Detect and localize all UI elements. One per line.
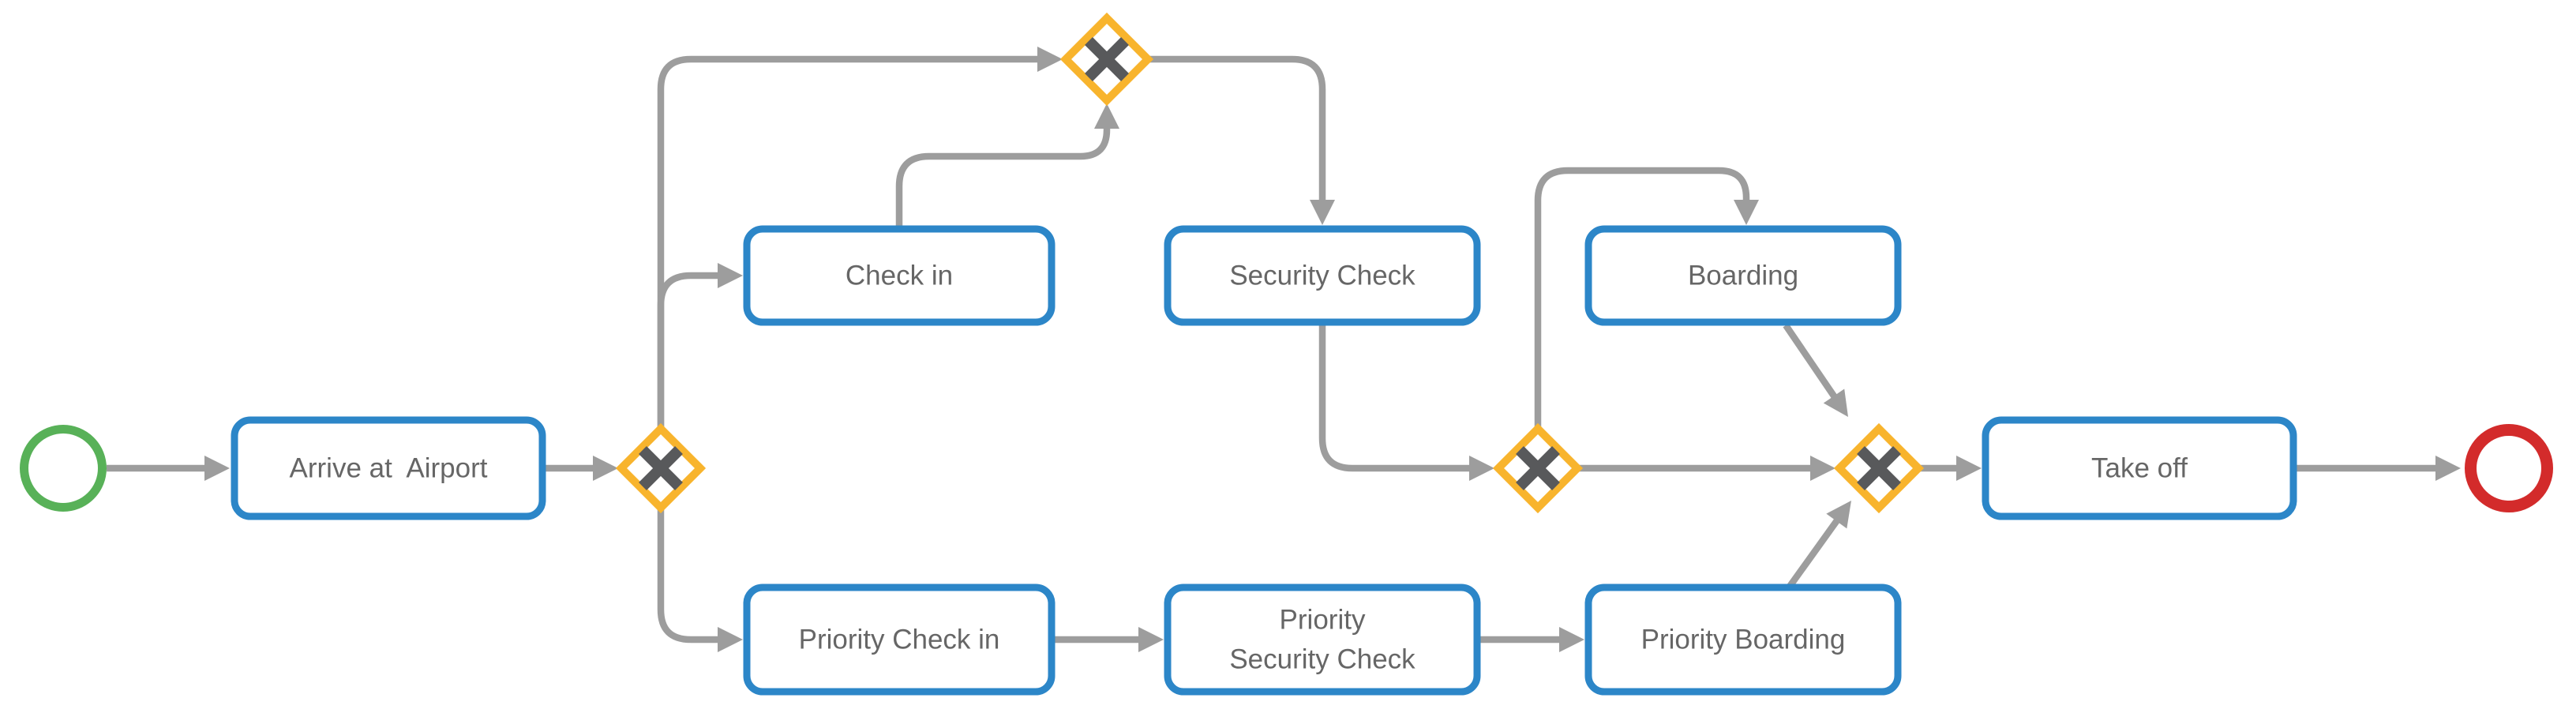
- flow-line: [1318, 322, 1475, 472]
- flow-gateway3-to-gateway4: [1577, 456, 1835, 481]
- flow-gateway1-to-priority-checkin: [657, 508, 743, 652]
- flow-gateway1-to-gateway2: [657, 47, 1063, 429]
- exclusive-x-icon: [1516, 446, 1560, 490]
- arrowhead-icon: [1138, 627, 1164, 652]
- arrowhead-icon: [1037, 47, 1063, 72]
- task-box: [1164, 225, 1481, 326]
- flow-boarding-to-gateway4: [1783, 323, 1848, 417]
- task-box: [1584, 584, 1902, 696]
- flow-takeoff-to-end: [2293, 456, 2461, 481]
- flow-line: [657, 55, 1044, 429]
- task-box: [1982, 416, 2297, 520]
- flow-line: [895, 122, 1111, 229]
- event-end-end-event: [2465, 424, 2553, 512]
- arrowhead-icon: [1956, 456, 1982, 481]
- flow-pboarding-to-gateway4: [1786, 501, 1851, 590]
- task-priority-check-in: Priority Check in: [743, 584, 1056, 696]
- exclusive-x-icon: [1857, 446, 1901, 490]
- flow-psecurity-to-pboarding: [1477, 627, 1584, 652]
- arrowhead-icon: [1559, 627, 1584, 652]
- flow-line: [657, 508, 724, 644]
- flow-line: [1146, 55, 1326, 206]
- arrowhead-icon: [1823, 388, 1848, 417]
- flow-line: [657, 272, 724, 429]
- end-event-circle: [2465, 424, 2553, 512]
- task-boarding: Boarding: [1584, 225, 1902, 326]
- task-box: [1584, 225, 1902, 326]
- task-label: Arrive at Airport: [290, 453, 488, 484]
- arrowhead-icon: [2435, 456, 2461, 481]
- task-label: Priority Boarding: [1641, 625, 1846, 655]
- sequence-flows-layer: [107, 47, 2461, 652]
- arrowhead-icon: [718, 263, 743, 288]
- flow-line: [1534, 167, 1750, 429]
- task-box: [231, 416, 546, 520]
- start-event-circle: [20, 425, 107, 512]
- arrowhead-icon: [718, 627, 743, 652]
- flow-security-to-gateway3: [1318, 322, 1494, 481]
- task-label: Security Check: [1229, 261, 1415, 291]
- flow-checkin-to-gateway2: [895, 103, 1119, 229]
- arrowhead-icon: [1469, 456, 1494, 481]
- flow-start-to-arrive: [107, 456, 230, 481]
- task-label: Security Check: [1229, 644, 1415, 675]
- arrowhead-icon: [593, 456, 618, 481]
- flow-arrive-to-gateway1: [542, 456, 618, 481]
- task-priority-boarding: Priority Boarding: [1584, 584, 1902, 696]
- arrowhead-icon: [1094, 103, 1119, 129]
- arrowhead-icon: [1810, 456, 1835, 481]
- arrowhead-icon: [1734, 200, 1759, 225]
- flow-line: [1786, 514, 1843, 590]
- arrowhead-icon: [1826, 501, 1851, 529]
- gateway-gateway-checkin-merge: [1059, 12, 1154, 107]
- nodes-layer: Arrive at Airport Check in Security Check B…: [20, 12, 2553, 696]
- task-box: [1164, 584, 1481, 696]
- exclusive-x-icon: [1085, 37, 1129, 81]
- task-take-off: Take off: [1982, 416, 2297, 520]
- exclusive-x-icon: [639, 446, 683, 490]
- flow-gateway4-to-takeoff: [1918, 456, 1982, 481]
- flow-gateway2-to-security: [1146, 55, 1335, 225]
- event-start-start-event: [20, 425, 107, 512]
- task-label: Priority: [1280, 605, 1366, 636]
- flow-gateway1-to-checkin: [657, 263, 743, 429]
- task-box: [743, 584, 1056, 696]
- flow-gateway3-to-boarding: [1534, 167, 1759, 429]
- task-box: [743, 225, 1056, 326]
- arrowhead-icon: [204, 456, 230, 481]
- gateway-gateway-checkin-split: [615, 422, 707, 514]
- task-label: Take off: [2091, 453, 2188, 484]
- task-arrive-at-airport: Arrive at Airport: [231, 416, 546, 520]
- flow-line: [1783, 323, 1841, 403]
- arrowhead-icon: [1310, 200, 1335, 225]
- task-label: Check in: [846, 261, 953, 291]
- gateway-gateway-boarding-split: [1492, 422, 1584, 514]
- gateway-gateway-boarding-merge: [1833, 422, 1925, 514]
- task-check-in: Check in: [743, 225, 1056, 326]
- task-security-check: Security Check: [1164, 225, 1481, 326]
- flow-priority-checkin-to-psecurity: [1052, 627, 1164, 652]
- task-label: Priority Check in: [799, 625, 1000, 655]
- task-label: Boarding: [1688, 261, 1798, 291]
